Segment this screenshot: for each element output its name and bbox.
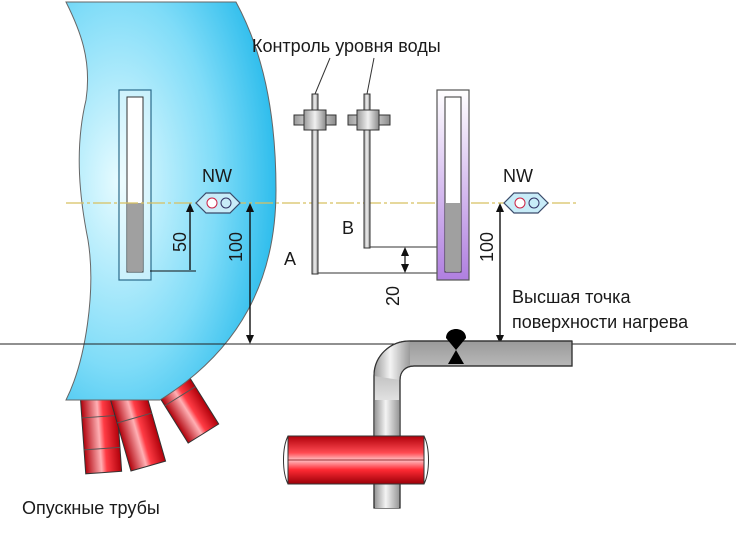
dim-50-label: 50 [170, 232, 190, 252]
highest-point-marker [446, 329, 466, 364]
nw-marker-left [195, 192, 241, 214]
nw-marker-right [503, 192, 549, 214]
dimension-50 [150, 203, 196, 272]
level-indicator-glass [436, 89, 470, 281]
downcomer-pipes-label: Опускные трубы [22, 498, 160, 518]
probe-a [293, 93, 337, 275]
boiler-drum [65, 1, 277, 401]
drum-gauge-glass [118, 89, 152, 281]
probe-b [347, 93, 391, 249]
dim-100-right-label: 100 [477, 232, 497, 262]
dimension-100-left [246, 203, 254, 344]
probe-leader-lines [314, 57, 375, 95]
highest-point-label-line2: поверхности нагрева [512, 312, 689, 332]
dim-100-left-label: 100 [226, 232, 246, 262]
nw-label-left: NW [202, 166, 232, 186]
highest-point-label-line1: Высшая точка [512, 287, 631, 307]
nw-label-right: NW [503, 166, 533, 186]
dim-20-label: 20 [383, 286, 403, 306]
point-a-label: A [284, 249, 296, 269]
header-pipe [283, 435, 429, 485]
dimension-100-right [496, 203, 504, 344]
water-level-control-label: Контроль уровня воды [252, 36, 441, 56]
point-b-label: B [342, 218, 354, 238]
dimension-20 [401, 247, 409, 273]
